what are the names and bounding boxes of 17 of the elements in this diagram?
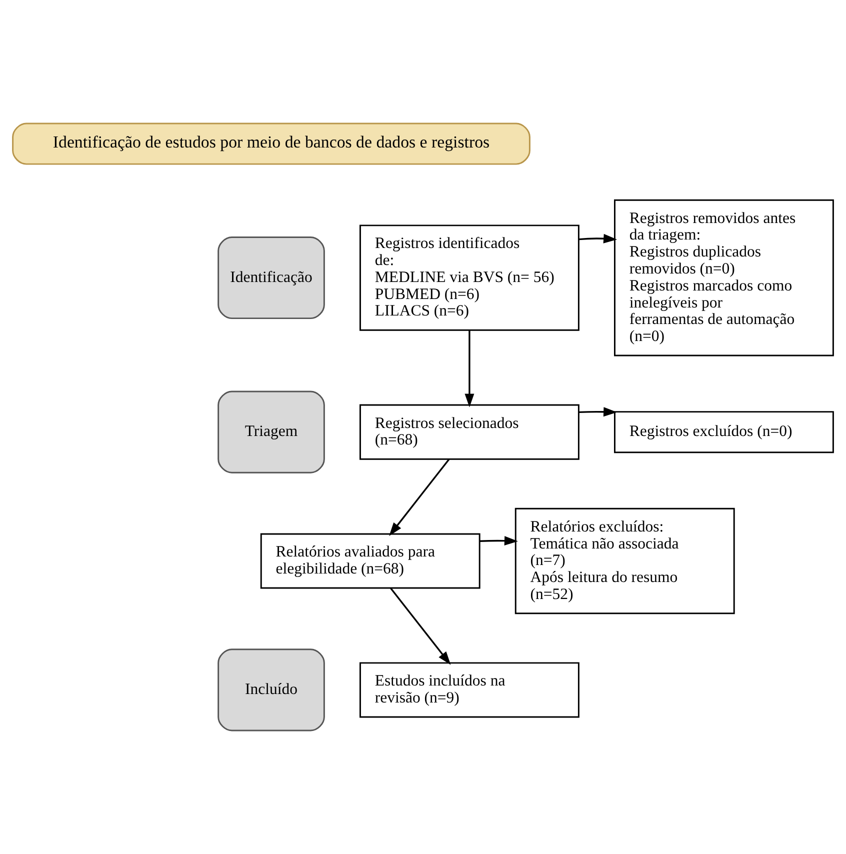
node-box: Estudos incluídos na revisão (n=9) [359,662,580,718]
node-box: Registros identificados de: MEDLINE via BVS (n= 56) PUBMED (n=6) LILACS (n=6) [359,224,580,331]
arrow [578,234,618,244]
node-box: Triagem [218,390,325,474]
arrow [578,407,618,417]
arrow [464,330,474,408]
node-box: Relatórios excluídos: Temática não associada (n=7) Após leitura do resumo (n=52) [514,508,735,614]
node-box: Registros excluídos (n=0) [614,411,834,454]
arrow [480,536,518,546]
node-box: Registros removidos antes da triagem: Registros duplicados removidos (n=0) Registros marcados como inelegíveis por ferramentas de automação (n=0) [614,199,834,356]
arrow [390,588,451,665]
arrow [389,458,450,536]
node-box: Registros selecionados (n=68) [359,404,580,460]
node-box: Relatórios avaliados para elegibilidade (n=68) [260,533,480,589]
node-box: Identificação [218,236,325,320]
node-box: Identificação de estudos por meio de bancos de dados e registros [12,122,530,165]
node-box: Incluído [218,648,325,732]
